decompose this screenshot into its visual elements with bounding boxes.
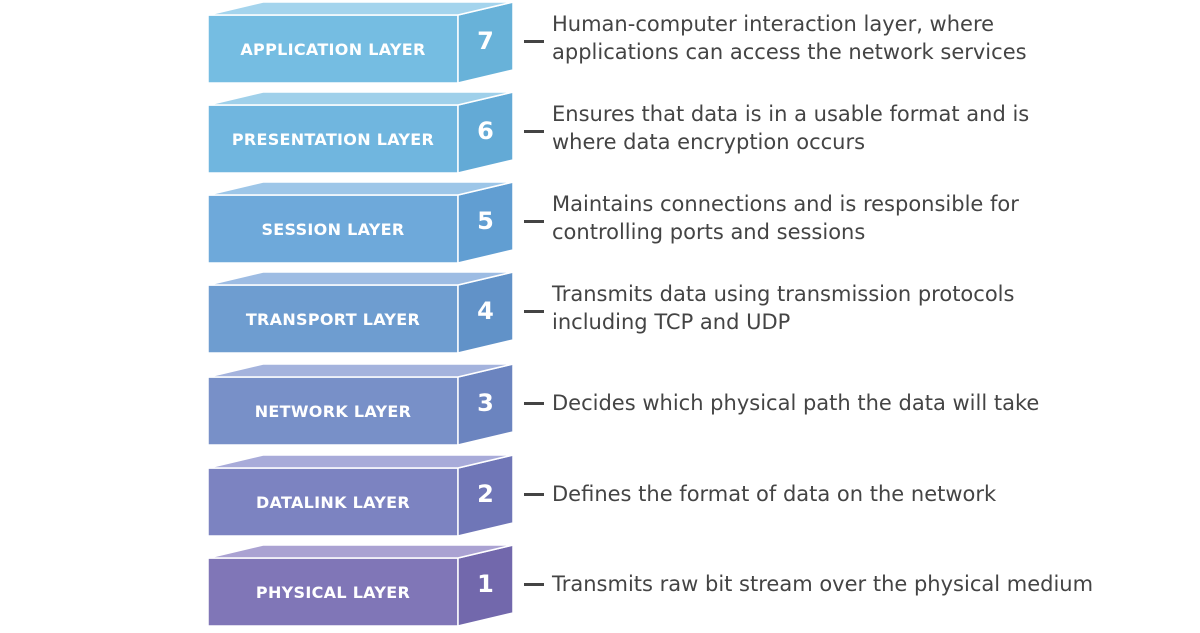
block-front-face — [207, 557, 459, 627]
layer-row-5: SESSION LAYER 5 Maintains connections and … — [0, 180, 1200, 270]
layer-description-line: Decides which physical path the data wil… — [552, 391, 1040, 415]
layer-block: SESSION LAYER 5 — [0, 180, 520, 270]
layer-number: 4 — [477, 297, 494, 325]
layer-block: APPLICATION LAYER 7 — [0, 0, 520, 90]
layer-block: TRANSPORT LAYER 4 — [0, 270, 520, 360]
layer-name: TRANSPORT LAYER — [245, 310, 421, 329]
block-front-face — [207, 376, 459, 446]
dash-connector — [524, 40, 544, 43]
block-front-face — [207, 284, 459, 354]
layer-description: Transmits data using transmission protoc… — [552, 280, 1152, 336]
layer-description-line: including TCP and UDP — [552, 310, 791, 334]
dash-connector — [524, 402, 544, 405]
layer-block-shape — [207, 181, 514, 264]
layer-description-line: Transmits raw bit stream over the physic… — [552, 572, 1094, 596]
block-top-face — [207, 271, 514, 286]
layer-block-shape — [207, 271, 514, 354]
layer-description-line: controlling ports and sessions — [552, 220, 866, 244]
layer-block-shape — [207, 363, 514, 446]
layer-block: DATALINK LAYER 2 — [0, 453, 520, 543]
block-top-face — [207, 363, 514, 378]
layer-name: PRESENTATION LAYER — [231, 130, 435, 149]
layer-row-2: DATALINK LAYER 2 Defines the format of dat… — [0, 453, 1200, 543]
layer-number: 1 — [477, 570, 494, 598]
layer-description-line: where data encryption occurs — [552, 130, 866, 154]
layer-number: 5 — [477, 207, 494, 235]
dash-connector — [524, 130, 544, 133]
layer-description: Ensures that data is in a usable format … — [552, 100, 1152, 156]
block-top-face — [207, 544, 514, 559]
layer-name: APPLICATION LAYER — [240, 40, 426, 59]
layer-name: PHYSICAL LAYER — [255, 583, 411, 602]
layer-row-7: APPLICATION LAYER 7 Human-computer interac… — [0, 0, 1200, 90]
layer-description-line: Ensures that data is in a usable format … — [552, 102, 1030, 126]
layer-name: DATALINK LAYER — [255, 493, 411, 512]
layer-block: PHYSICAL LAYER 1 — [0, 543, 520, 633]
layer-block: PRESENTATION LAYER 6 — [0, 90, 520, 180]
dash-connector — [524, 583, 544, 586]
layer-description-line: Transmits data using transmission protoc… — [552, 282, 1015, 306]
layer-block-shape — [207, 91, 514, 174]
layer-block-shape — [207, 544, 514, 627]
block-top-face — [207, 1, 514, 16]
layer-block: NETWORK LAYER 3 — [0, 362, 520, 452]
layer-block-shape — [207, 454, 514, 537]
layer-row-6: PRESENTATION LAYER 6 Ensures that data is … — [0, 90, 1200, 180]
layer-name: SESSION LAYER — [261, 220, 405, 239]
layer-description-line: applications can access the network serv… — [552, 40, 1027, 64]
layer-description: Transmits raw bit stream over the physic… — [552, 570, 1152, 598]
dash-connector — [524, 220, 544, 223]
layer-description: Decides which physical path the data wil… — [552, 389, 1152, 417]
dash-connector — [524, 493, 544, 496]
dash-connector — [524, 310, 544, 313]
layer-number: 2 — [477, 480, 494, 508]
block-front-face — [207, 467, 459, 537]
layer-block-shape — [207, 1, 514, 84]
layer-number: 3 — [477, 389, 494, 417]
block-top-face — [207, 454, 514, 469]
block-top-face — [207, 181, 514, 196]
block-front-face — [207, 14, 459, 84]
block-top-face — [207, 91, 514, 106]
layer-description-line: Maintains connections and is responsible… — [552, 192, 1019, 216]
layer-number: 6 — [477, 117, 494, 145]
layer-description: Maintains connections and is responsible… — [552, 190, 1152, 246]
layer-description: Defines the format of data on the networ… — [552, 480, 1152, 508]
layer-row-1: PHYSICAL LAYER 1 Transmits raw bit stream … — [0, 543, 1200, 633]
layer-description: Human-computer interaction layer, where a… — [552, 10, 1152, 66]
layer-description-line: Defines the format of data on the networ… — [552, 482, 997, 506]
layer-description-line: Human-computer interaction layer, where — [552, 12, 995, 36]
layer-row-4: TRANSPORT LAYER 4 Transmits data using tra… — [0, 270, 1200, 360]
layer-name: NETWORK LAYER — [254, 402, 412, 421]
layer-row-3: NETWORK LAYER 3 Decides which physical pat… — [0, 362, 1200, 452]
layer-number: 7 — [477, 27, 494, 55]
